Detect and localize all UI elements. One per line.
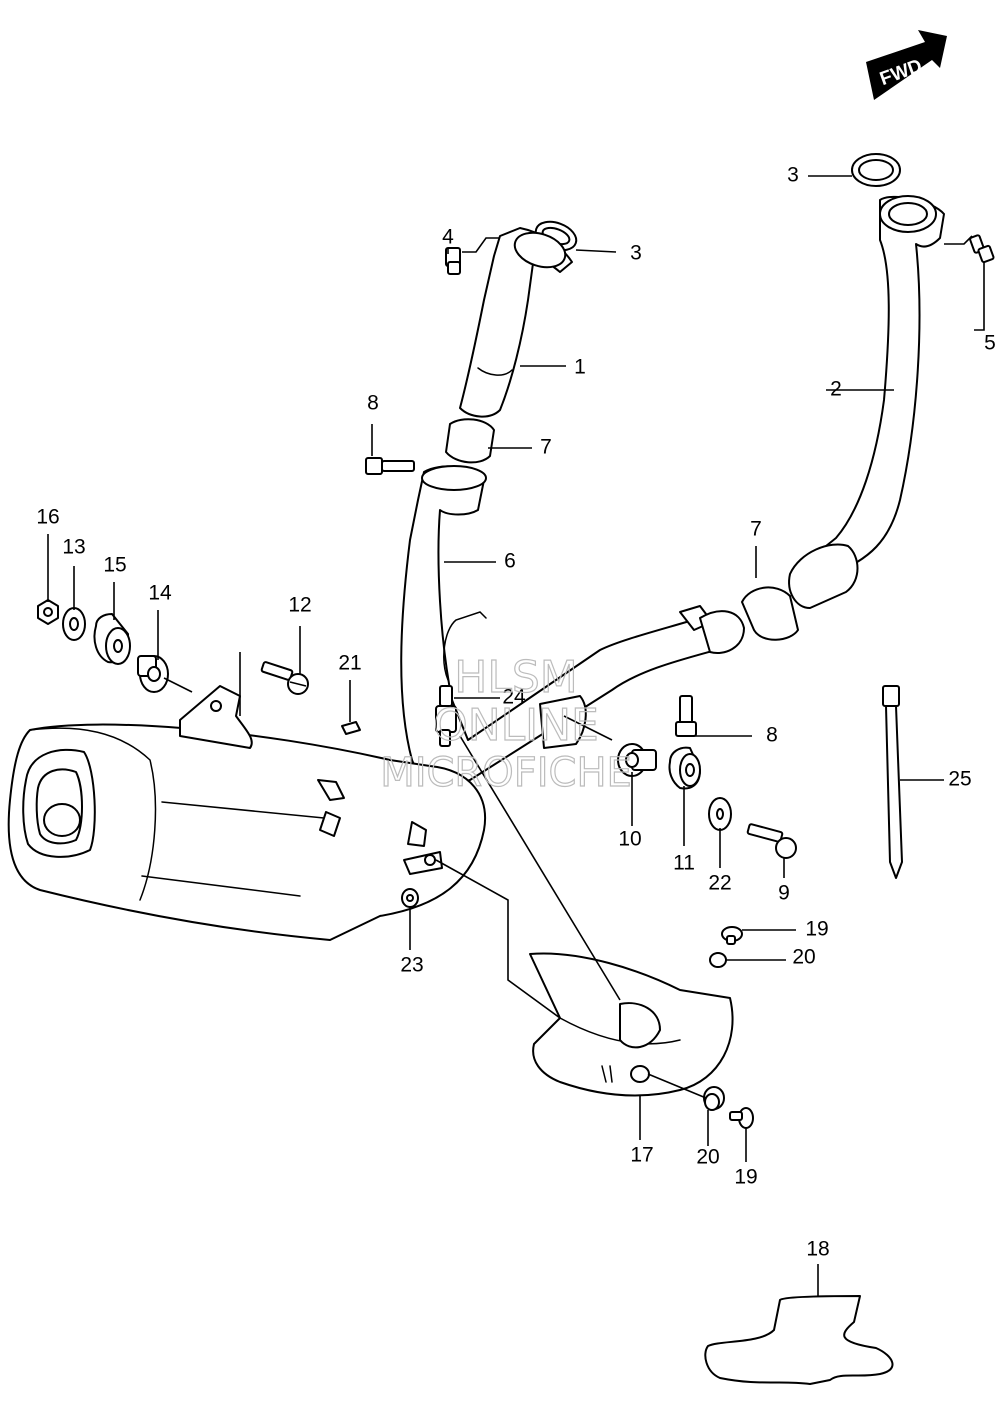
collar-part-10	[617, 743, 657, 777]
heat-shield-part-17	[529, 952, 734, 1097]
screw-part-19-lower	[729, 1107, 754, 1129]
callout-20-upper: 20	[792, 946, 815, 969]
callout-5: 5	[984, 332, 996, 355]
callout-7-right: 7	[750, 518, 762, 541]
label-part-18	[704, 1295, 894, 1385]
callout-11: 11	[673, 852, 695, 875]
callout-20-lower: 20	[696, 1146, 719, 1169]
watermark: HLSM ONLINE MICROFICHE	[380, 651, 633, 796]
callout-13: 13	[62, 536, 85, 559]
exhaust-pipe-part-2	[788, 195, 945, 609]
gasket-part-7-right	[741, 586, 799, 641]
nut-part-16	[37, 599, 59, 625]
collar-part-14	[137, 655, 169, 693]
callout-24: 24	[502, 686, 526, 709]
bolt-part-4	[445, 247, 461, 275]
watermark-line-2: ONLINE	[433, 700, 599, 751]
grommet-part-20-upper	[709, 952, 727, 968]
callout-7-left: 7	[540, 436, 552, 459]
bolt-part-8-lower	[675, 695, 697, 737]
callout-19-upper: 19	[805, 918, 828, 941]
callout-8-upper: 8	[367, 392, 379, 415]
grommet-part-15	[93, 613, 131, 665]
callout-25: 25	[948, 768, 971, 791]
callout-12: 12	[288, 594, 311, 617]
fwd-arrow-icon: FWD	[866, 30, 947, 100]
watermark-line-3: MICROFICHE	[380, 750, 632, 796]
callout-labels: 1 2 3 3 4 5 6 7 7 8 8 9 10 11 12 13 14 1…	[36, 164, 996, 1261]
grommet-part-11	[668, 746, 701, 790]
grommet-part-23	[401, 888, 419, 908]
callout-23: 23	[400, 954, 423, 977]
bolt-part-5	[969, 234, 995, 264]
callout-10: 10	[618, 828, 641, 851]
gasket-part-3-right	[851, 153, 901, 187]
callout-14: 14	[148, 582, 172, 605]
muffler	[7, 685, 486, 941]
callout-9: 9	[778, 882, 790, 905]
callout-6: 6	[504, 550, 516, 573]
watermark-line-1: HLSM	[454, 652, 578, 703]
callout-4: 4	[442, 226, 454, 249]
callout-3-right: 3	[787, 164, 799, 187]
washer-part-13	[62, 607, 86, 641]
cable-tie-part-25	[882, 685, 903, 879]
leader-lines	[47, 175, 985, 1296]
grommet-part-20-lower	[703, 1086, 725, 1111]
bolt-part-9	[746, 823, 797, 859]
callout-19-lower: 19	[734, 1166, 757, 1189]
exhaust-pipe-part-1	[459, 227, 573, 418]
bolt-part-12	[260, 661, 309, 695]
callout-16: 16	[36, 506, 59, 529]
callout-1: 1	[574, 356, 586, 379]
callout-22: 22	[708, 872, 731, 895]
callout-18: 18	[806, 1238, 829, 1261]
screw-part-19-upper	[721, 926, 743, 945]
callout-8-lower: 8	[766, 724, 778, 747]
callout-17: 17	[630, 1144, 653, 1167]
callout-3-left: 3	[630, 242, 642, 265]
gasket-part-7-left	[445, 418, 495, 464]
callout-15: 15	[103, 554, 126, 577]
clip-part-21	[341, 721, 361, 735]
washer-part-22	[708, 797, 732, 831]
callout-2: 2	[830, 378, 842, 401]
collector-pipe-part-6	[400, 465, 745, 785]
callout-21: 21	[338, 652, 361, 675]
bolt-part-8-upper	[365, 457, 415, 475]
